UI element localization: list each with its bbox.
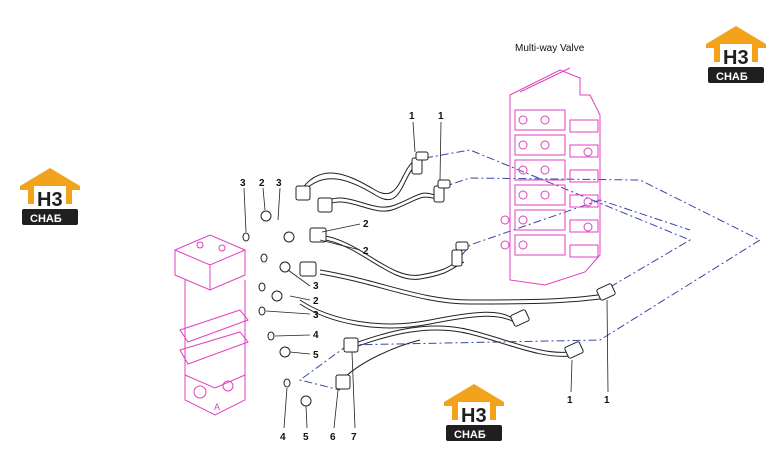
adapter-nut [279,346,291,358]
callout-label: 1 [567,395,573,406]
hose-end-9 [335,374,351,390]
brand-logo: H3 CHAБ [444,384,504,441]
o-ring [260,253,268,263]
hose-end-5 [317,197,333,213]
hose-end-7 [299,261,317,277]
logo-name: CHAБ [30,213,62,225]
callout-label: 1 [438,111,444,122]
o-ring [258,306,266,316]
callout-label: 4 [280,432,286,443]
adapter-nut [279,261,291,273]
logo-name: CHAБ [454,429,486,441]
elbow-fitting-3 [451,241,469,267]
callout-label: 6 [330,432,336,443]
fittings [295,151,616,390]
brand-logo: H3 CHAБ [706,26,766,83]
swivel-port-label: A [214,402,220,412]
o-ring [258,282,266,292]
adapter-nut [283,231,295,243]
callout-label: 5 [303,432,309,443]
adapter-nut [271,290,283,302]
callouts: 1 1 3 2 3 2 2 3 2 3 4 5 4 5 6 7 1 1 [240,111,610,443]
logo-name: CHAБ [716,71,748,83]
callout-label: 1 [604,395,610,406]
callout-label: 3 [313,310,319,321]
adapter-nut [260,210,272,222]
callout-label: 4 [313,330,319,341]
hose-end-6 [309,227,327,243]
callout-label: 1 [409,111,415,122]
callout-label: 7 [351,432,357,443]
hose-end-1 [596,283,616,301]
callout-label: 3 [240,178,246,189]
callout-label: 3 [276,178,282,189]
adapters [242,210,312,407]
brand-logo: H3 CHAБ [20,168,80,225]
hose-end-4 [295,185,311,201]
hose-end-3 [564,341,584,359]
logo-mark: H3 [37,189,63,211]
hose-end-8 [343,337,359,353]
hoses [299,159,601,383]
elbow-fitting-2 [433,179,451,203]
logo-mark: H3 [723,47,749,69]
swivel-joint: A [174,234,249,416]
hose-end-2 [510,309,530,327]
callout-label: 5 [313,350,319,361]
callout-label: 3 [313,281,319,292]
diagram-title: Multi-way Valve [515,43,585,54]
callout-label: 2 [363,219,369,230]
leader-lines [243,121,609,429]
callout-label: 2 [313,296,319,307]
elbow-fitting-1 [411,151,429,175]
multi-way-valve [500,67,601,286]
o-ring [242,232,250,242]
o-ring [267,331,275,341]
callout-label: 2 [259,178,265,189]
callout-label: 2 [363,246,369,257]
adapter-nut [300,395,312,407]
logo-mark: H3 [461,405,487,427]
o-ring [283,378,291,388]
